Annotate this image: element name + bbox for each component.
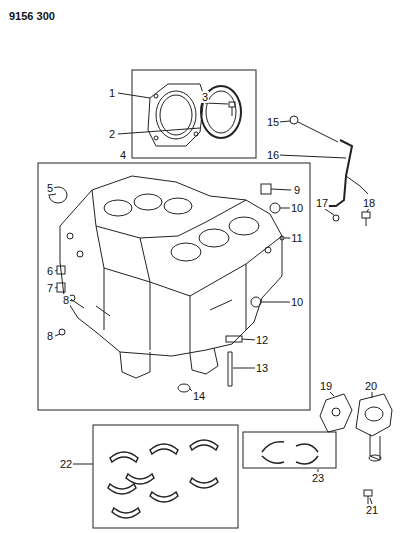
group-frame	[132, 70, 256, 158]
callout-number: 9	[293, 184, 301, 196]
main-bearings	[108, 440, 218, 518]
o-ring	[333, 215, 339, 221]
cup-plug	[270, 203, 280, 213]
group-frame	[38, 163, 310, 410]
callout-number: 19	[319, 380, 333, 392]
filter-bracket	[356, 394, 392, 461]
callout-number: 8	[62, 294, 70, 306]
callout-number: 13	[255, 362, 269, 374]
plug	[57, 266, 65, 274]
callout-number: 5	[46, 182, 54, 194]
callout-number: 12	[255, 334, 269, 346]
plug	[57, 283, 65, 292]
callout-number: 3	[201, 91, 209, 103]
callout-number: 14	[192, 390, 206, 402]
callout-number: 16	[266, 149, 280, 161]
oil-dipstick	[290, 116, 368, 206]
group-frame	[93, 425, 238, 528]
bolt	[229, 102, 235, 116]
callout-number: 23	[311, 472, 325, 484]
cylinder-block	[60, 176, 282, 378]
leader-lines	[50, 93, 372, 504]
figure-number: 9156 300	[8, 10, 56, 22]
cup-plug	[251, 297, 261, 307]
gasket-hole	[332, 408, 340, 416]
bolt	[362, 212, 370, 226]
gasket	[320, 394, 352, 432]
cup-plug	[261, 184, 271, 194]
pin	[280, 236, 284, 240]
callout-number: 8	[46, 330, 54, 342]
callout-number: 4	[119, 149, 127, 161]
callout-number: 6	[46, 265, 54, 277]
callout-number: 18	[362, 197, 376, 209]
callout-number: 15	[266, 116, 280, 128]
group-frame	[243, 432, 336, 468]
seal-retainer	[148, 84, 204, 146]
callout-number: 21	[365, 504, 379, 516]
oil-seal	[201, 86, 241, 138]
callout-number: 1	[108, 87, 116, 99]
stud	[228, 352, 232, 386]
plug	[178, 384, 190, 392]
dowel	[226, 336, 242, 342]
callout-number: 10	[290, 296, 304, 308]
callout-number: 20	[364, 380, 378, 392]
callout-number: 11	[290, 232, 303, 244]
callout-number: 7	[46, 282, 54, 294]
callout-number: 2	[108, 128, 116, 140]
callout-number: 10	[290, 202, 304, 214]
callout-number: 22	[59, 458, 73, 470]
callout-number: 17	[315, 197, 329, 209]
thrust-washers	[262, 442, 318, 464]
